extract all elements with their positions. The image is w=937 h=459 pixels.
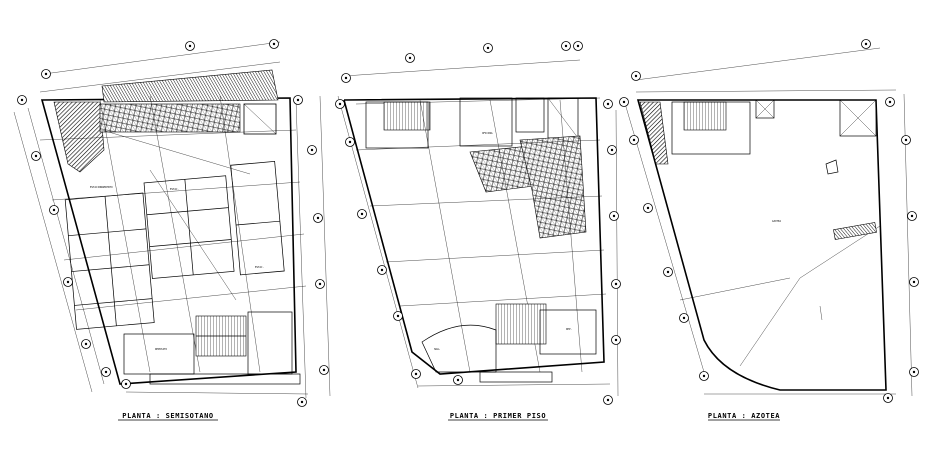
- plan-title-azotea: PLANTA : AZOTEA: [708, 412, 780, 420]
- plan-title-primer-piso: PLANTA : PRIMER PISO: [450, 412, 546, 420]
- svg-text:DEP.: DEP.: [566, 327, 572, 331]
- plan-azotea: AZOTEA PLANTA : AZOTEA: [619, 39, 919, 421]
- svg-text:DEPOSITO: DEPOSITO: [155, 347, 168, 351]
- svg-text:ESTACIONAMIENTO: ESTACIONAMIENTO: [90, 185, 113, 189]
- plan-primer-piso: OFICINA DEP. HALL PLANTA : PRIMER PISO: [335, 41, 621, 421]
- svg-text:ESTAC.: ESTAC.: [170, 187, 179, 191]
- grid-bubbles-azotea: [619, 39, 919, 403]
- plan-semisotano: ESTACIONAMIENTO ESTAC. ESTAC. DEPOSITO P…: [13, 39, 331, 421]
- svg-text:AZOTEA: AZOTEA: [772, 219, 782, 223]
- svg-text:HALL: HALL: [434, 347, 441, 351]
- svg-text:OFICINA: OFICINA: [482, 131, 493, 135]
- grid-bubbles-primer-piso: [335, 41, 621, 405]
- grid-bubbles-semisotano: [17, 39, 329, 407]
- svg-text:ESTAC.: ESTAC.: [255, 265, 264, 269]
- plan-title-semisotano: PLANTA : SEMISOTANO: [122, 412, 213, 420]
